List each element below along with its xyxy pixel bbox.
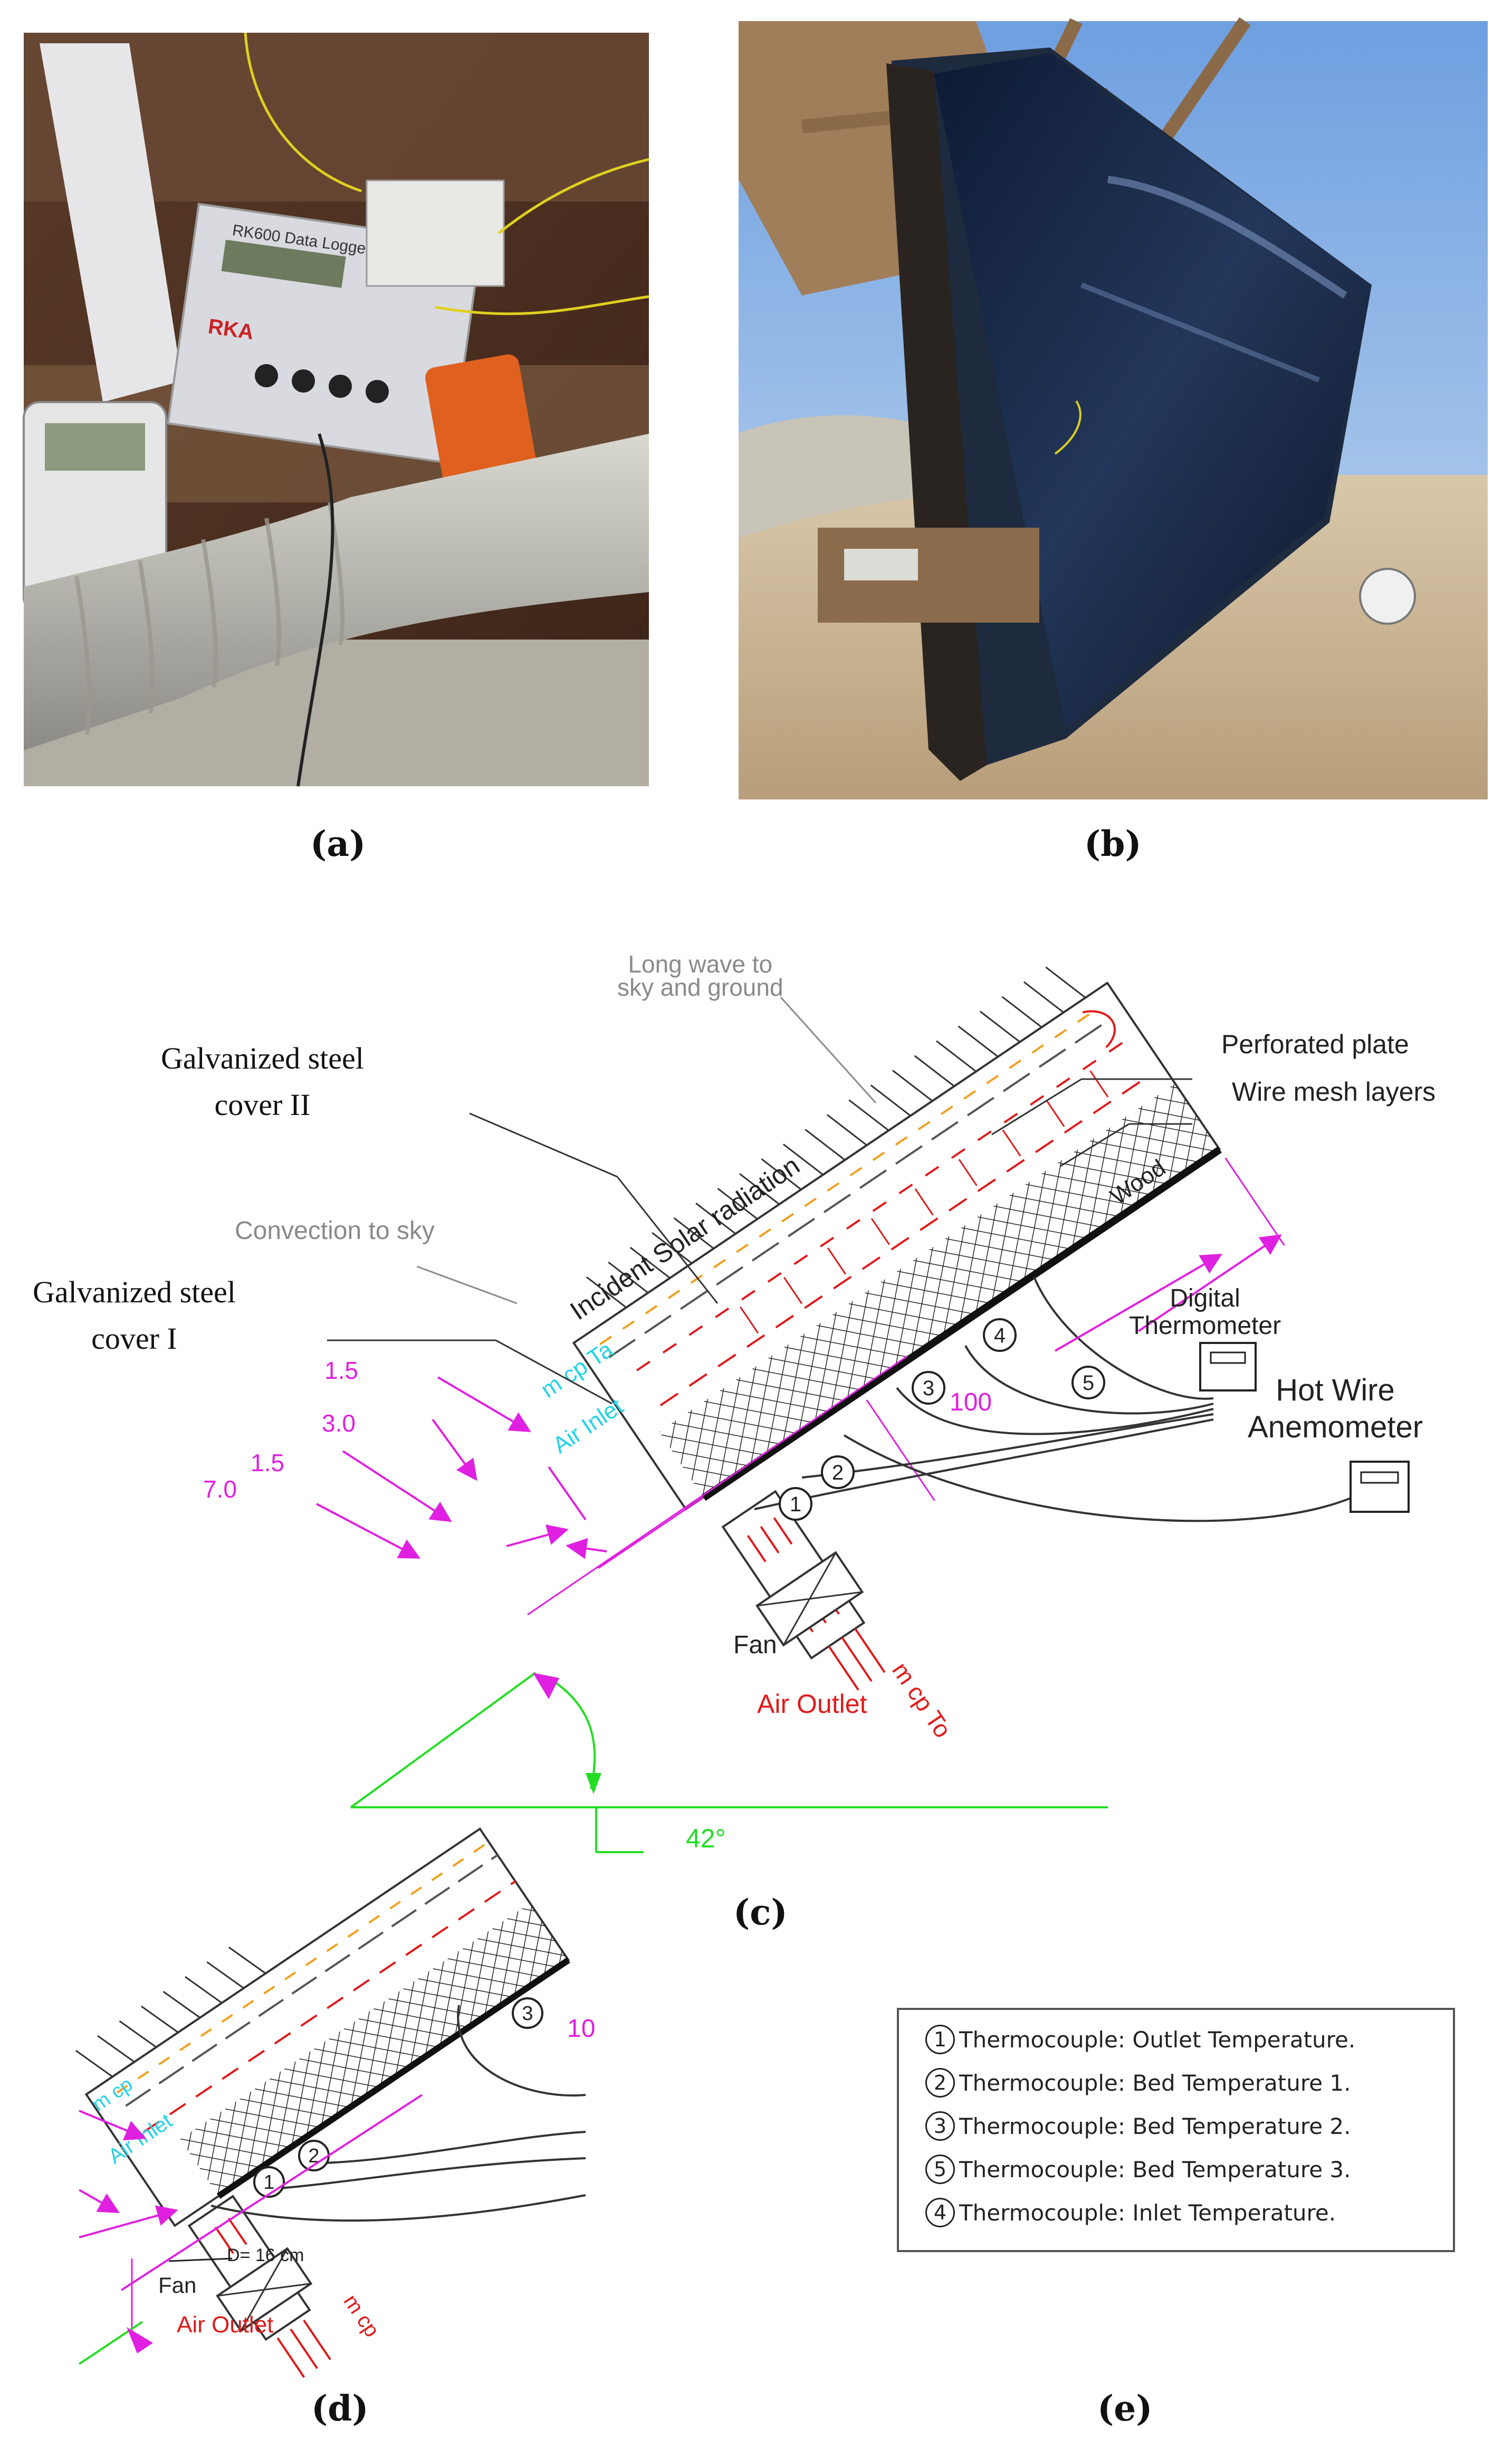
- convection-label: Convection to sky: [235, 1217, 435, 1245]
- air-inlet-label: Air Inlet: [548, 1393, 628, 1459]
- tc-1-label: 1: [790, 1493, 801, 1516]
- legend-num: 4: [925, 2198, 955, 2227]
- detail-tc-1: 1: [263, 2171, 274, 2194]
- legend-row-1: 1 Thermocouple: Outlet Temperature.: [925, 2025, 1355, 2054]
- fan-unit: [1359, 568, 1416, 625]
- perforated-plate-label: Perforated plate: [1221, 1030, 1409, 1059]
- legend-text: Thermocouple: Inlet Temperature.: [959, 2199, 1336, 2226]
- detail-m-cp-2-label: m cp: [339, 2290, 384, 2341]
- cover-ii-line1: Galvanized steel: [161, 1041, 364, 1075]
- fan-label: Fan: [733, 1631, 777, 1659]
- diameter-label: D= 16 cm: [227, 2245, 304, 2265]
- wire-mesh-region: [659, 1083, 1220, 1498]
- collector-body: Incident Solar radiation m cp Ta Air Inl…: [536, 966, 1285, 1569]
- detail-air-outlet-label: Air Outlet: [177, 2312, 273, 2338]
- legend-num: 3: [925, 2111, 955, 2141]
- long-wave-line1: Long wave to: [628, 950, 773, 978]
- legend-row-3: 3 Thermocouple: Bed Temperature 2.: [925, 2111, 1351, 2141]
- legend-row-5: 4 Thermocouple: Inlet Temperature.: [925, 2198, 1336, 2227]
- long-wave-label: Long wave to sky and ground: [617, 952, 783, 999]
- caption-b: (b): [1084, 823, 1142, 864]
- legend-text: Thermocouple: Bed Temperature 2.: [959, 2113, 1351, 2139]
- digital-thermometer-label: Digital Thermometer: [1129, 1285, 1281, 1340]
- hot-wire-label: Hot Wire Anemometer: [1248, 1372, 1423, 1446]
- detail-fan-label: Fan: [158, 2273, 196, 2298]
- legend-row-4: 5 Thermocouple: Bed Temperature 3.: [925, 2155, 1351, 2184]
- hot-wire-line2: Anemometer: [1248, 1410, 1423, 1444]
- angle-label: 42°: [686, 1824, 726, 1853]
- legend-text: Thermocouple: Bed Temperature 1.: [959, 2070, 1351, 2096]
- detail-d: m cp Air Inlet 1 2 3: [75, 1827, 595, 2378]
- digital-line1: Digital: [1170, 1284, 1240, 1312]
- flexible-duct: [24, 434, 649, 750]
- legend-num: 5: [925, 2155, 955, 2184]
- digital-thermometer-box: [1199, 1342, 1257, 1391]
- dim-100: 100: [950, 1388, 992, 1416]
- wood-bottom-plate: [701, 1146, 1222, 1501]
- cover-i-line2: cover I: [91, 1321, 177, 1356]
- outlet-duct: [721, 1490, 886, 1691]
- tilt-angle-triangle: [350, 1672, 1108, 1853]
- thermocouple-wires: [754, 1276, 1362, 1522]
- detail-tc-2: 2: [308, 2145, 319, 2167]
- dim-7-0: 7.0: [203, 1475, 237, 1503]
- air-outlet-label: Air Outlet: [757, 1689, 867, 1719]
- legend-num: 1: [925, 2025, 955, 2054]
- long-wave-line2: sky and ground: [617, 974, 783, 1001]
- detail-d-drawing: m cp Air Inlet 1 2 3: [75, 1827, 595, 2378]
- legend-text: Thermocouple: Outlet Temperature.: [959, 2026, 1356, 2053]
- photo-b-illustration: [739, 17, 1488, 799]
- hot-wire-anemometer-box: [1350, 1461, 1410, 1513]
- tc-3-label: 3: [923, 1377, 934, 1400]
- dim-1-5-a: 1.5: [324, 1357, 358, 1384]
- cover-ii-line2: cover II: [214, 1088, 311, 1122]
- caption-a: (a): [310, 823, 366, 864]
- dim-3-0: 3.0: [322, 1409, 356, 1437]
- digital-line2: Thermometer: [1129, 1312, 1281, 1340]
- wire-mesh-label: Wire mesh layers: [1232, 1077, 1436, 1107]
- tc-2-label: 2: [832, 1461, 844, 1484]
- perforated-plate-line: [659, 1076, 1147, 1406]
- caption-d: (d): [311, 2388, 369, 2429]
- tc-4-label: 4: [994, 1324, 1006, 1347]
- legend-row-2: 2 Thermocouple: Bed Temperature 1.: [925, 2068, 1351, 2098]
- dim-1-5-b: 1.5: [251, 1449, 284, 1476]
- hot-wire-line1: Hot Wire: [1276, 1373, 1395, 1407]
- photo-a: RK600 Data Logger RKA: [23, 32, 649, 787]
- caption-c: (c): [733, 1892, 788, 1933]
- legend-num: 2: [925, 2068, 955, 2098]
- cover-i-line1: Galvanized steel: [33, 1275, 236, 1309]
- tc-5-label: 5: [1083, 1371, 1094, 1395]
- legend-text: Thermocouple: Bed Temperature 3.: [959, 2156, 1351, 2182]
- thermocouple-legend: 1 Thermocouple: Outlet Temperature. 2 Th…: [897, 2008, 1455, 2252]
- detail-dim-10: 10: [567, 2015, 595, 2043]
- photo-a-illustration: RK600 Data Logger RKA: [23, 32, 649, 787]
- cover-i-label: Galvanized steel cover I: [33, 1269, 236, 1362]
- detail-tc-3: 3: [522, 2003, 533, 2025]
- caption-e: (e): [1097, 2388, 1153, 2429]
- photo-b: [739, 17, 1488, 799]
- cover-ii-label: Galvanized steel cover II: [161, 1035, 364, 1128]
